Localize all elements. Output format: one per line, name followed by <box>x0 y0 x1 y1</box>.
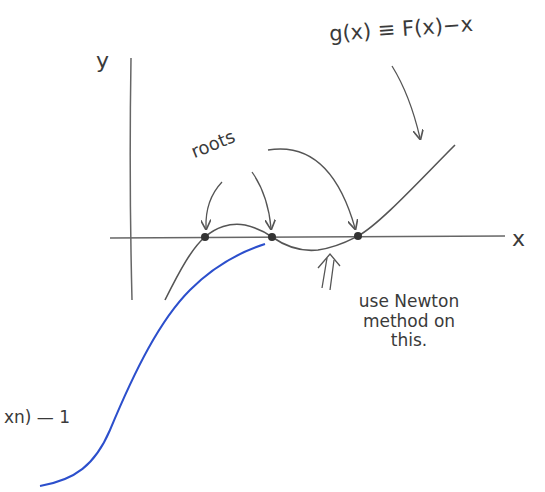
leader-arrow <box>392 66 420 138</box>
root-dot <box>354 232 362 240</box>
leader-arrow <box>252 172 271 228</box>
root-dot <box>201 233 209 241</box>
leader-arrow <box>206 182 222 228</box>
tangent-curve <box>40 244 265 486</box>
annotation-label: roots <box>188 126 238 162</box>
y-axis <box>130 58 132 300</box>
leader-arrow <box>268 149 355 228</box>
annotation-label: g(x) ≡ F(x)−x <box>328 12 473 46</box>
x-axis <box>110 236 505 238</box>
annotation-label: xn) — 1 <box>4 408 70 428</box>
double-arrow <box>322 258 334 290</box>
function-curve <box>165 145 455 300</box>
annotation-label: y <box>96 48 109 73</box>
double-arrow-head <box>318 254 340 268</box>
root-dot <box>268 233 276 241</box>
annotation-label: x <box>512 226 525 251</box>
annotation-label: use Newton method on this. <box>350 292 468 351</box>
